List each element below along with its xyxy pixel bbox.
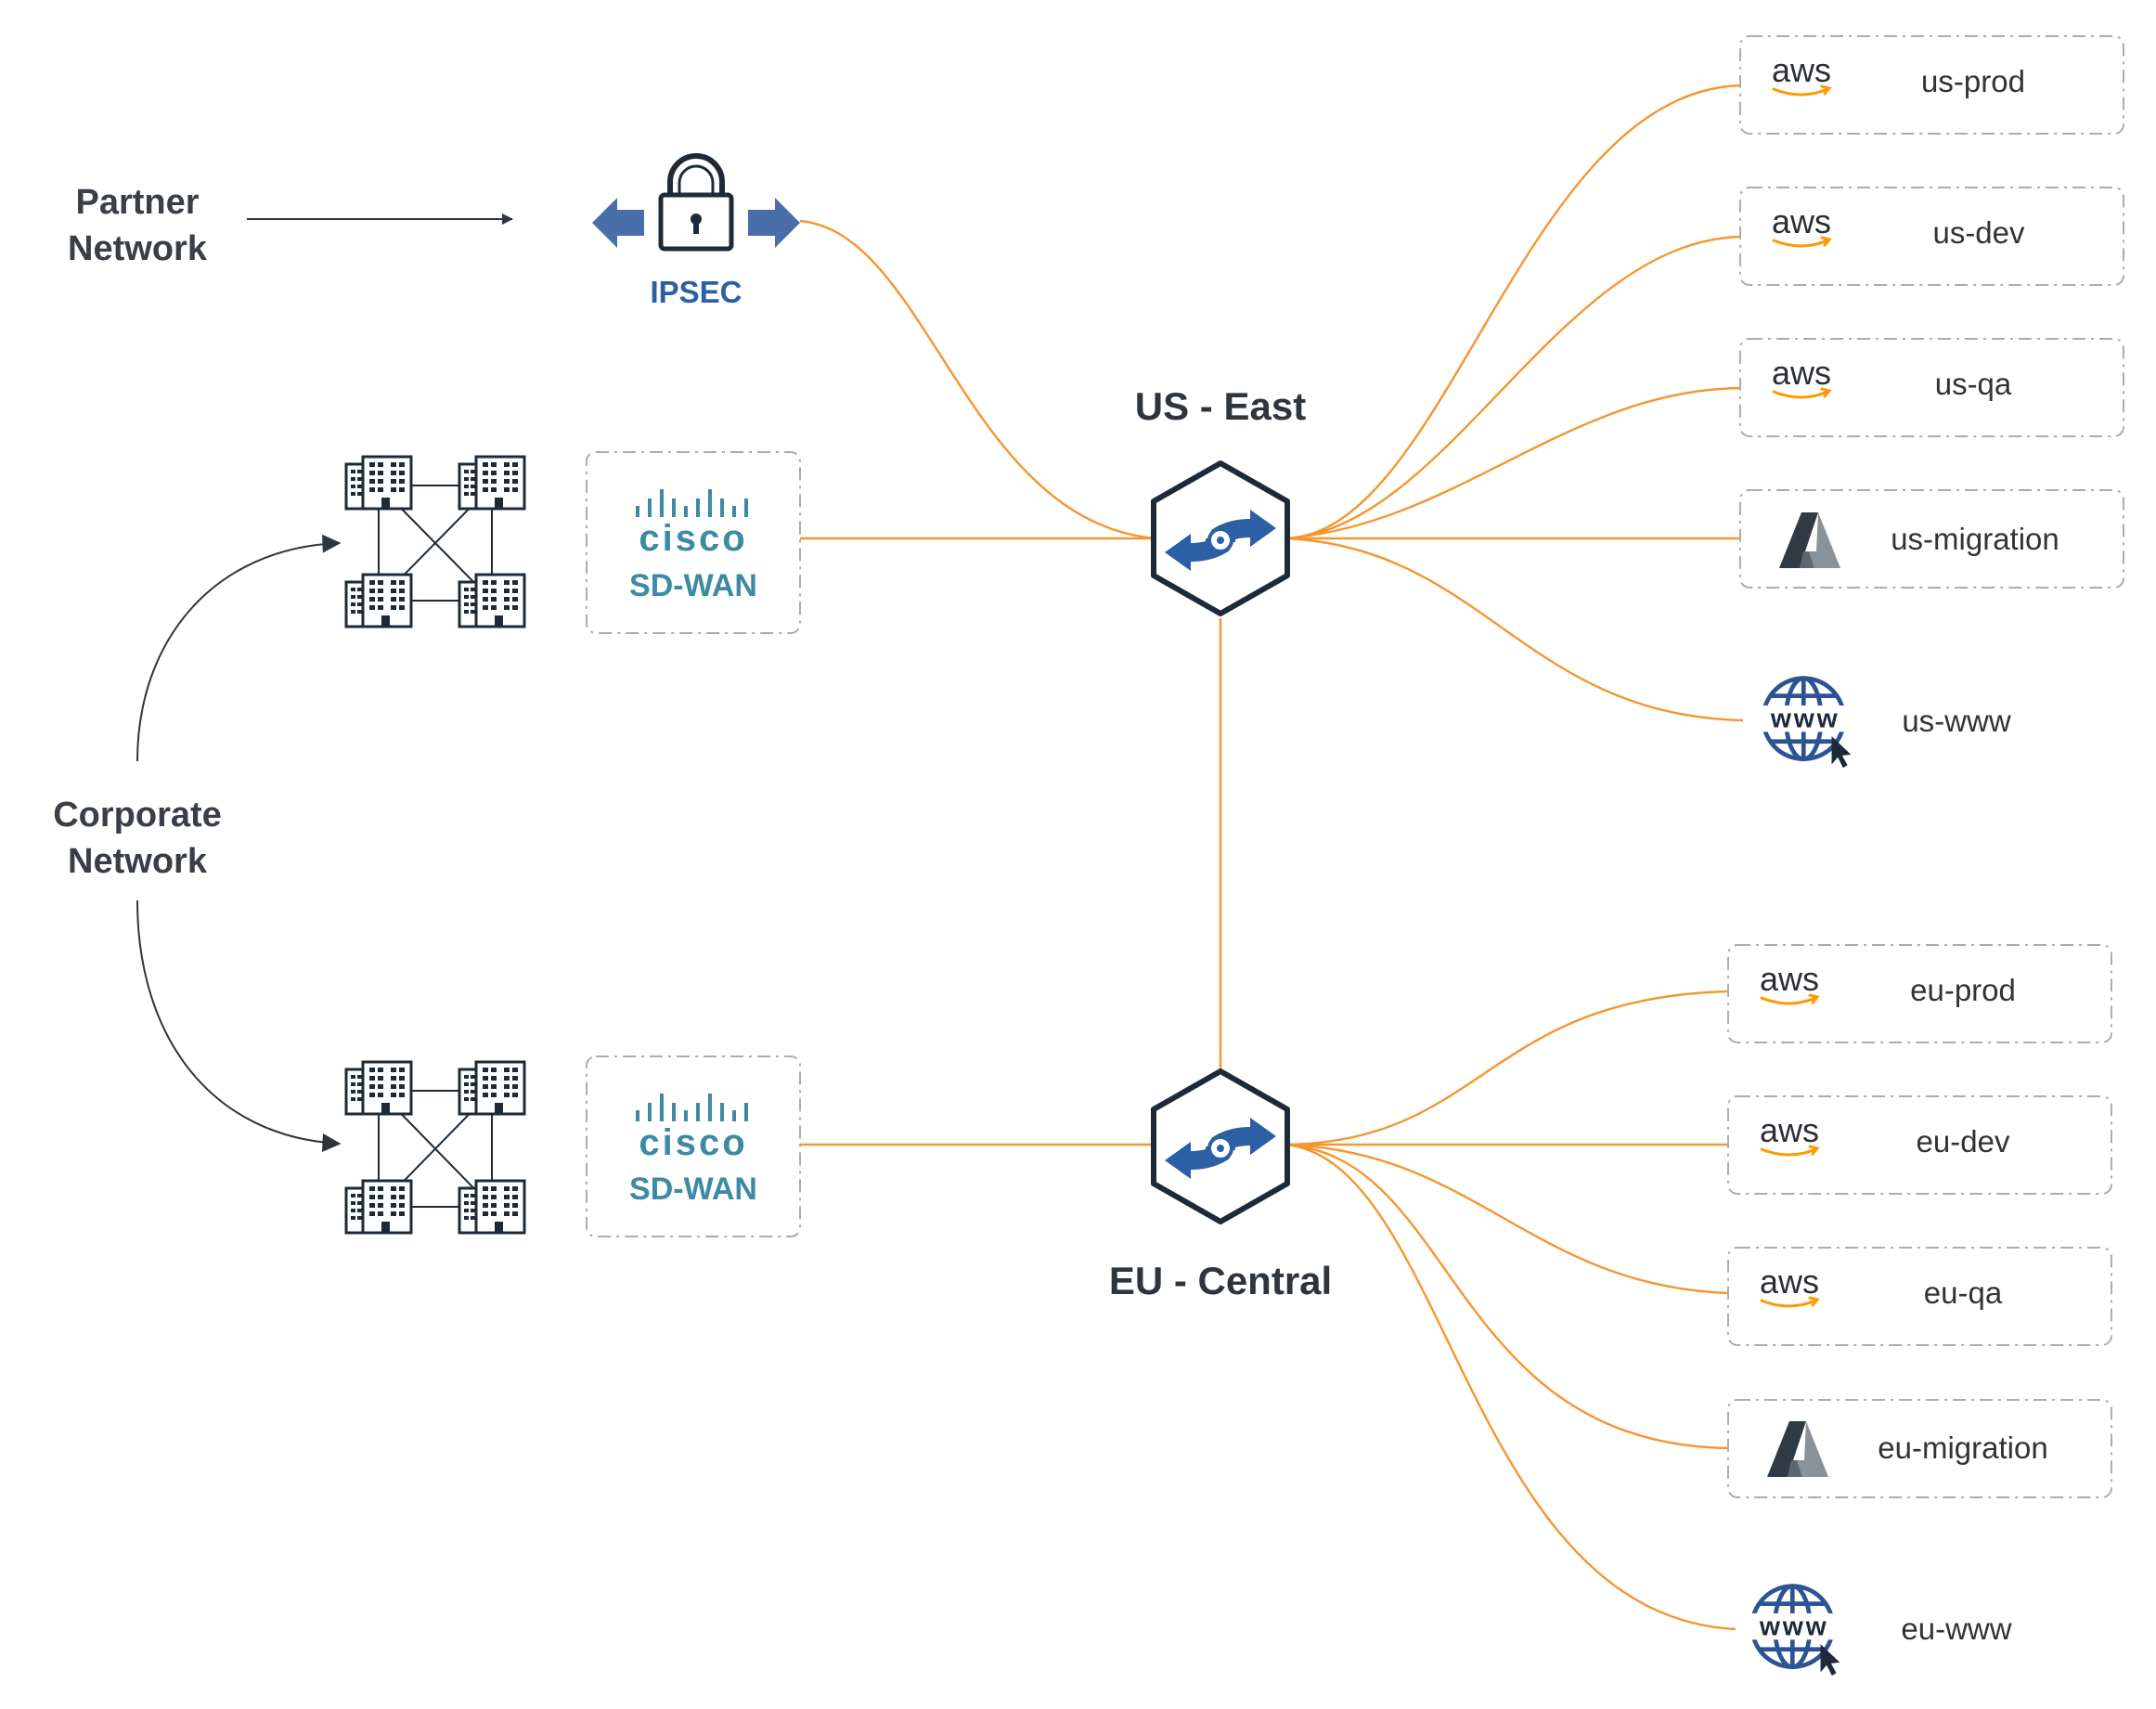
arrow-left-icon: [592, 198, 644, 248]
office-building-icon: [344, 573, 413, 628]
target-us-qa[interactable]: us-qa: [1739, 338, 2124, 437]
region-label-eu-central: EU - Central: [1109, 1259, 1332, 1302]
region-label-us-east: US - East: [1135, 384, 1306, 428]
target-eu-prod[interactable]: eu-prod: [1727, 944, 2112, 1043]
sdwan-box-us[interactable]: cisco SD-WAN: [586, 451, 801, 634]
target-name: eu-qa: [1924, 1275, 2003, 1310]
target-box-border: [1727, 1095, 2112, 1195]
sdwan-label: SD-WAN: [629, 1172, 757, 1207]
cisco-logo-text: cisco: [639, 1122, 747, 1163]
aws-logo: [1770, 207, 1833, 248]
target-name: us-qa: [1935, 367, 2012, 401]
target-eu-dev[interactable]: eu-dev: [1727, 1095, 2112, 1195]
target-name: us-migration: [1891, 522, 2059, 556]
target-name: eu-www: [1901, 1612, 2011, 1646]
target-us-www[interactable]: us-www: [1760, 679, 2011, 768]
connectors: [799, 84, 1744, 1631]
office-building-icon: [344, 1060, 413, 1116]
partner-network-label: Partner Network: [68, 183, 208, 268]
office-building-icon: [344, 1179, 413, 1235]
target-box-border: [1739, 338, 2124, 437]
transit-hub-icon: [1154, 1071, 1287, 1222]
corporate-network-line-2: Network: [68, 842, 208, 881]
aws-logo: [1758, 1267, 1821, 1308]
region-hub-us-east[interactable]: US - East: [1135, 384, 1306, 614]
corporate-arrow-up: [136, 534, 342, 762]
globe-www-icon: [1749, 1586, 1840, 1676]
target-name: eu-dev: [1917, 1124, 2010, 1159]
target-box-border: [1739, 187, 2124, 286]
target-eu-www[interactable]: eu-www: [1749, 1586, 2012, 1676]
region-hub-eu-central[interactable]: EU - Central: [1109, 1071, 1332, 1302]
aws-logo: [1758, 1116, 1821, 1157]
target-name: us-www: [1902, 704, 2011, 738]
corporate-site-cluster-us: [344, 455, 526, 628]
office-building-icon: [458, 1060, 526, 1116]
target-name: us-dev: [1932, 215, 2025, 250]
office-building-icon: [458, 1179, 526, 1235]
target-us-migration[interactable]: us-migration: [1739, 489, 2124, 589]
target-name: eu-migration: [1878, 1431, 2047, 1465]
aws-logo: [1758, 965, 1821, 1005]
arrow-right-icon: [748, 198, 800, 248]
eu-targets: eu-prod eu-dev eu-qa eu-migration eu-www: [1727, 944, 2112, 1676]
sdwan-box-border: [586, 1055, 801, 1237]
target-us-dev[interactable]: us-dev: [1739, 187, 2124, 286]
office-building-icon: [344, 455, 413, 511]
cisco-logo-text: cisco: [639, 518, 747, 559]
cisco-bars-icon: [636, 489, 748, 517]
target-eu-qa[interactable]: eu-qa: [1727, 1247, 2112, 1346]
partner-network-line-2: Network: [68, 229, 208, 268]
target-name: us-prod: [1921, 64, 2025, 98]
sdwan-label: SD-WAN: [629, 568, 757, 603]
ipsec-label: IPSEC: [650, 275, 742, 309]
office-building-icon: [458, 455, 526, 511]
sdwan-box-eu[interactable]: cisco SD-WAN: [586, 1055, 801, 1237]
corporate-site-cluster-eu: [344, 1060, 526, 1235]
office-building-icon: [458, 573, 526, 628]
target-name: eu-prod: [1910, 973, 2016, 1007]
us-targets: us-prod us-dev us-qa us-migration us-www: [1739, 35, 2124, 768]
corporate-network-label: Corporate Network: [53, 796, 222, 881]
aws-logo: [1770, 56, 1833, 97]
target-eu-migration[interactable]: eu-migration: [1727, 1399, 2112, 1498]
globe-www-icon: [1760, 679, 1851, 768]
sdwan-box-border: [586, 451, 801, 634]
ipsec-tunnel[interactable]: IPSEC: [592, 153, 800, 309]
target-box-border: [1727, 944, 2112, 1043]
partner-network-line-1: Partner: [75, 183, 199, 222]
cisco-bars-icon: [636, 1094, 748, 1121]
transit-hub-icon: [1154, 463, 1287, 614]
corporate-network-line-1: Corporate: [53, 796, 222, 835]
target-box-border: [1727, 1247, 2112, 1346]
padlock-icon: [658, 153, 734, 252]
aws-logo: [1770, 358, 1833, 399]
target-us-prod[interactable]: us-prod: [1739, 35, 2124, 135]
target-box-border: [1739, 35, 2124, 135]
corporate-arrow-down: [136, 900, 342, 1153]
